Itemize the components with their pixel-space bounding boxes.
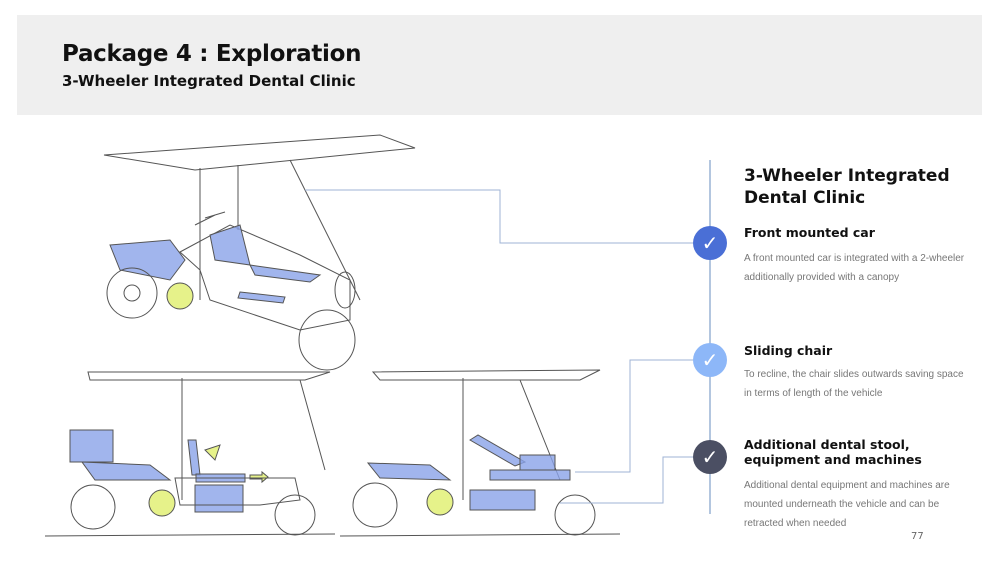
- feature-heading: Sliding chair: [744, 343, 833, 358]
- sketch-side-right: [339, 369, 621, 537]
- connector-lines: [305, 189, 693, 504]
- feature-description: To recline, the chair slides outwards sa…: [744, 369, 964, 399]
- sketch-side-left: [44, 371, 336, 537]
- check-icon: ✓: [693, 440, 727, 474]
- check-icon: ✓: [693, 226, 727, 260]
- slide-title: Package 4 : Exploration: [62, 41, 362, 67]
- feature-heading: Front mounted car: [744, 225, 875, 240]
- feature-heading: Additional dental stool, equipment and m…: [744, 437, 922, 467]
- check-icon: ✓: [693, 343, 727, 377]
- header-bar: Package 4 : Exploration 3-Wheeler Integr…: [17, 15, 982, 115]
- feature-description: A front mounted car is integrated with a…: [744, 253, 965, 283]
- panel-title: 3-Wheeler Integrated Dental Clinic: [744, 166, 950, 208]
- slide-subtitle: 3-Wheeler Integrated Dental Clinic: [62, 72, 356, 90]
- sketch-isometric: [103, 134, 416, 371]
- feature-description: Additional dental equipment and machines…: [744, 480, 950, 529]
- page-number: 77: [911, 531, 924, 542]
